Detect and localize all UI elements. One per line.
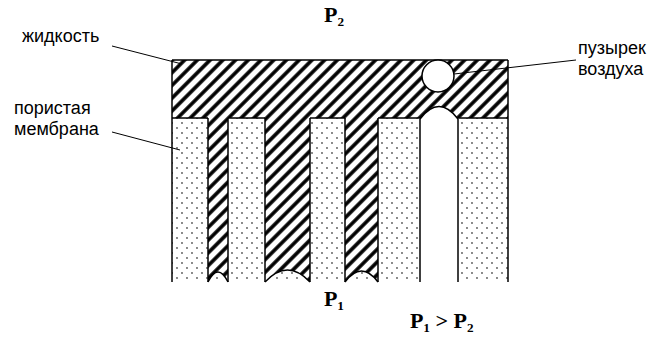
liquid-layer [172,60,508,118]
pressure-label: P₂ [324,2,344,27]
liquid-pores [208,118,378,282]
membrane-label: пористая мембрана [14,98,110,139]
air-bubble [422,60,454,92]
leader-lines [112,46,576,150]
outlines [172,60,508,282]
air-pore [420,118,458,282]
pressure-label: P₁ [324,286,344,311]
liquid-label: жидкость [22,26,99,47]
porous-membrane [172,118,508,282]
air-meniscus [420,107,458,120]
bubble-label: пузырек воздуха [578,38,664,79]
pressure-condition: P₁ > P₂ [410,308,474,333]
